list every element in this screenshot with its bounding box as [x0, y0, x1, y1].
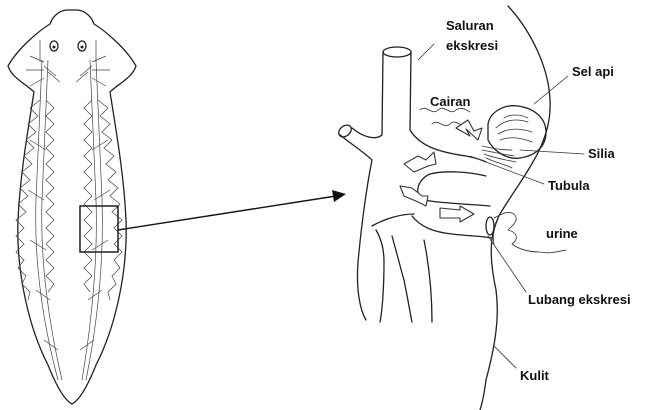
flow-arrow-1	[456, 120, 482, 140]
flame-cell	[482, 106, 546, 168]
flow-arrow-4	[440, 206, 474, 222]
flow-arrow-2	[404, 152, 436, 172]
label-lubang-ekskresi: Lubang ekskresi	[528, 292, 631, 307]
label-ekskresi: ekskresi	[446, 38, 498, 53]
zoom-arrow	[118, 190, 346, 230]
leader-lines	[418, 44, 584, 368]
label-urine: urine	[546, 226, 578, 241]
cilia-tuft	[482, 146, 516, 168]
label-kulit: Kulit	[520, 368, 550, 383]
label-tubula: Tubula	[548, 178, 590, 193]
label-cairan: Cairan	[430, 94, 471, 109]
protonephridia-network	[16, 40, 122, 380]
skin-line	[480, 6, 550, 410]
label-sel-api: Sel api	[572, 64, 614, 79]
flow-arrows	[400, 120, 482, 222]
flow-arrow-3	[400, 186, 428, 206]
excretory-duct	[336, 47, 492, 322]
label-saluran: Saluran	[446, 18, 494, 33]
zoom-region-box	[80, 206, 118, 252]
label-silia: Silia	[588, 146, 616, 161]
